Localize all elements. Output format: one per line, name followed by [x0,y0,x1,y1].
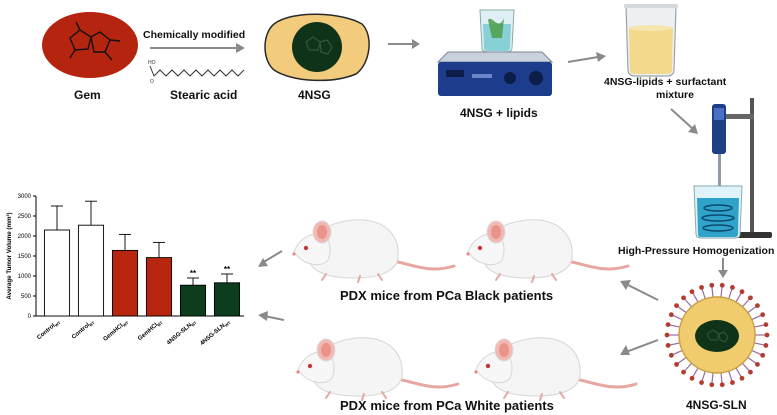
chart-y-tick-label: 3000 [18,194,32,200]
chart-bar [145,257,173,317]
gem-label: Gem [74,88,101,102]
arrow-sln-to-black [620,280,659,301]
chart-y-tick-label: 2500 [18,214,32,220]
arrow-black-to-chart [258,250,283,267]
chart-bar [179,284,207,317]
chart-y-tick-label: 0 [28,314,32,320]
chart-y-tick-label: 500 [21,294,32,300]
mouse-black-1 [292,219,456,283]
homogenizer [693,98,772,239]
mixture-label-1: 4NSG-lipids + surfactant [604,76,727,88]
chart-x-tick-label: GemHClWT [103,319,131,344]
arrow-to-mixture [567,52,606,63]
chart-y-tick-label: 2000 [18,234,32,240]
chart-bar [77,224,105,317]
chart-x-tick-label: ControlWT [36,319,62,342]
chem-mod-label: Chemically modified [143,29,246,41]
svg-text:HO: HO [148,60,156,66]
chart-x-tick-label: ControlBT [71,319,96,341]
chart-bar [213,282,241,317]
chart-x-tick-label: 4NSG-SLNBT [166,319,198,347]
mouse-white-2 [474,337,638,401]
sln-nanoparticle [664,282,770,388]
mouse-black-2 [466,219,630,283]
arrow-to-stirrer [388,39,420,49]
hph-label: High-Pressure Homogenization [618,245,775,257]
magnetic-stirrer [436,9,554,96]
pdx-black-label: PDX mice from PCa Black patients [340,288,554,303]
chart-significance-label: ** [224,265,231,274]
chart-y-tick-label: 1000 [18,274,32,280]
arrow-to-sln [718,258,728,278]
stearic-acid-chain: HO O [148,60,245,84]
svg-text:O: O [150,79,154,84]
sln-label: 4NSG-SLN [686,398,747,412]
chart-y-label: Average Tumor Volume (mm³) [6,212,13,299]
nsg-label: 4NSG [298,88,331,102]
arrow-sln-to-white [620,339,659,355]
nsg-conjugate [264,13,370,82]
gem-molecule [42,12,138,78]
chart-significance-label: ** [190,269,197,278]
arrow-to-homogenizer [670,108,698,134]
mixture-label-2: mixture [656,89,694,101]
chart-y-tick-label: 1500 [18,254,32,260]
chart-bar [111,249,139,317]
chem-mod-arrow [150,43,245,53]
chart-x-tick-label: 4NSG-SLNWT [199,319,232,348]
stearic-label: Stearic acid [170,88,238,102]
pdx-white-label: PDX mice from PCa White patients [340,398,554,413]
nsg-lipids-label: 4NSG + lipids [460,106,538,120]
arrow-white-to-chart [258,311,285,321]
chart-x-tick-label: GemHClBT [137,319,164,343]
mouse-white-1 [296,337,460,401]
chart-bar [43,229,71,317]
mixture-beaker [624,4,678,77]
